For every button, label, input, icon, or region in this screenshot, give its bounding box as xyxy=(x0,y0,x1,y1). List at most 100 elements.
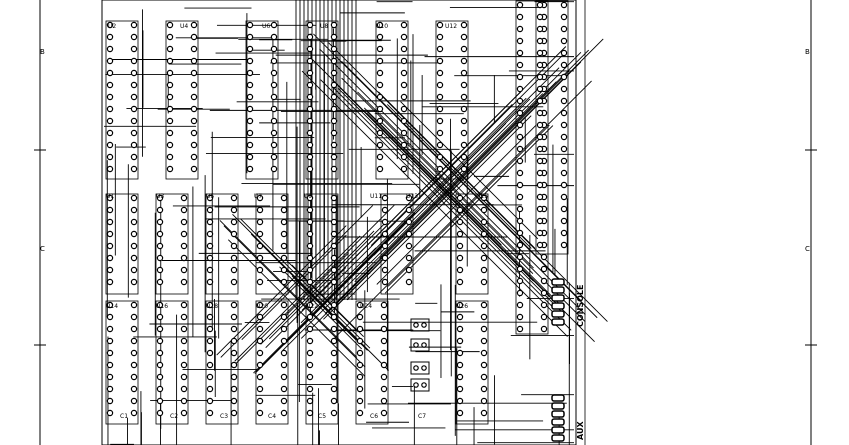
pin-pad xyxy=(130,153,138,161)
pin-pad xyxy=(536,13,544,21)
trace xyxy=(354,93,544,282)
pin-pad xyxy=(560,37,568,45)
pin-pad xyxy=(380,301,388,309)
chip-outline xyxy=(515,0,549,335)
pin-pad xyxy=(230,385,238,393)
pin-pad xyxy=(536,85,544,93)
pin-pad xyxy=(306,301,314,309)
component-outline xyxy=(410,361,430,375)
pin-pad xyxy=(256,218,264,226)
connector-pad xyxy=(551,434,565,442)
pin-pad xyxy=(540,325,548,333)
pin-pad xyxy=(246,141,254,149)
pin-pad xyxy=(516,25,524,33)
pin-pad xyxy=(280,337,288,345)
pin-pad xyxy=(356,349,364,357)
pin-pad xyxy=(356,397,364,405)
pin-pad xyxy=(516,97,524,105)
pin-pad xyxy=(306,33,314,41)
pin-pad xyxy=(516,61,524,69)
pin-pad xyxy=(206,301,214,309)
pin-pad xyxy=(405,266,413,274)
pin-pad xyxy=(130,230,138,238)
pin-pad xyxy=(156,349,164,357)
pin-pad xyxy=(436,57,444,65)
pin-pad xyxy=(436,105,444,113)
pin-pad xyxy=(480,278,488,286)
trace xyxy=(268,222,387,340)
board-outline xyxy=(101,0,577,445)
pin-pad xyxy=(330,349,338,357)
pin-pad xyxy=(480,301,488,309)
pin-pad xyxy=(230,349,238,357)
pin-pad xyxy=(256,409,264,417)
pin-pad xyxy=(460,21,468,29)
pin-pad xyxy=(130,206,138,214)
pin-pad xyxy=(356,361,364,369)
pin-pad xyxy=(376,57,384,65)
pin-pad xyxy=(436,153,444,161)
pin-pad xyxy=(156,385,164,393)
pin-pad xyxy=(106,361,114,369)
pin-pad xyxy=(306,81,314,89)
pin-pad xyxy=(540,265,548,273)
pin-pad xyxy=(280,409,288,417)
pin-pad xyxy=(306,69,314,77)
pin-pad xyxy=(280,397,288,405)
pin-pad xyxy=(560,61,568,69)
pin-pad xyxy=(456,194,464,202)
pin-pad xyxy=(330,81,338,89)
pin-pad xyxy=(460,141,468,149)
pin-pad xyxy=(156,325,164,333)
pin-pad xyxy=(330,278,338,286)
pin-pad xyxy=(246,165,254,173)
pin-pad xyxy=(106,165,114,173)
capacitor-designator: C6 xyxy=(370,413,378,420)
zone-letter-left-b: B xyxy=(40,48,45,56)
pin-pad xyxy=(330,69,338,77)
pin-pad xyxy=(376,105,384,113)
trace xyxy=(357,91,534,269)
pin-pad xyxy=(130,57,138,65)
pin-pad xyxy=(400,21,408,29)
drawing-frame xyxy=(34,0,817,445)
connector-pad xyxy=(551,418,565,426)
pin-pad xyxy=(330,57,338,65)
pin-pad xyxy=(280,254,288,262)
pin-pad xyxy=(156,254,164,262)
pin-pad xyxy=(190,93,198,101)
pin-pad xyxy=(206,242,214,250)
trace xyxy=(321,52,566,297)
pin-pad xyxy=(536,1,544,9)
component-pad xyxy=(421,342,427,348)
pin-pad xyxy=(246,117,254,125)
pin-pad xyxy=(256,206,264,214)
pin-pad xyxy=(381,206,389,214)
pin-pad xyxy=(180,385,188,393)
pin-pad xyxy=(190,57,198,65)
pin-pad xyxy=(306,313,314,321)
pin-pad xyxy=(330,93,338,101)
pin-pad xyxy=(376,45,384,53)
pin-pad xyxy=(246,105,254,113)
pin-pad xyxy=(270,57,278,65)
pin-pad xyxy=(156,194,164,202)
pin-pad xyxy=(106,242,114,250)
pin-pad xyxy=(180,254,188,262)
pin-pad xyxy=(436,81,444,89)
chip-outline xyxy=(455,300,489,425)
pin-pad xyxy=(180,397,188,405)
trace xyxy=(319,48,586,316)
chip-outline xyxy=(155,193,189,295)
pin-pad xyxy=(516,1,524,9)
pin-pad xyxy=(536,25,544,33)
pin-pad xyxy=(156,206,164,214)
pin-pad xyxy=(180,230,188,238)
pin-pad xyxy=(106,81,114,89)
pin-pad xyxy=(456,254,464,262)
pin-pad xyxy=(106,301,114,309)
pin-pad xyxy=(256,313,264,321)
pin-pad xyxy=(280,278,288,286)
chip-designator: U6 xyxy=(262,23,270,30)
pin-pad xyxy=(230,278,238,286)
